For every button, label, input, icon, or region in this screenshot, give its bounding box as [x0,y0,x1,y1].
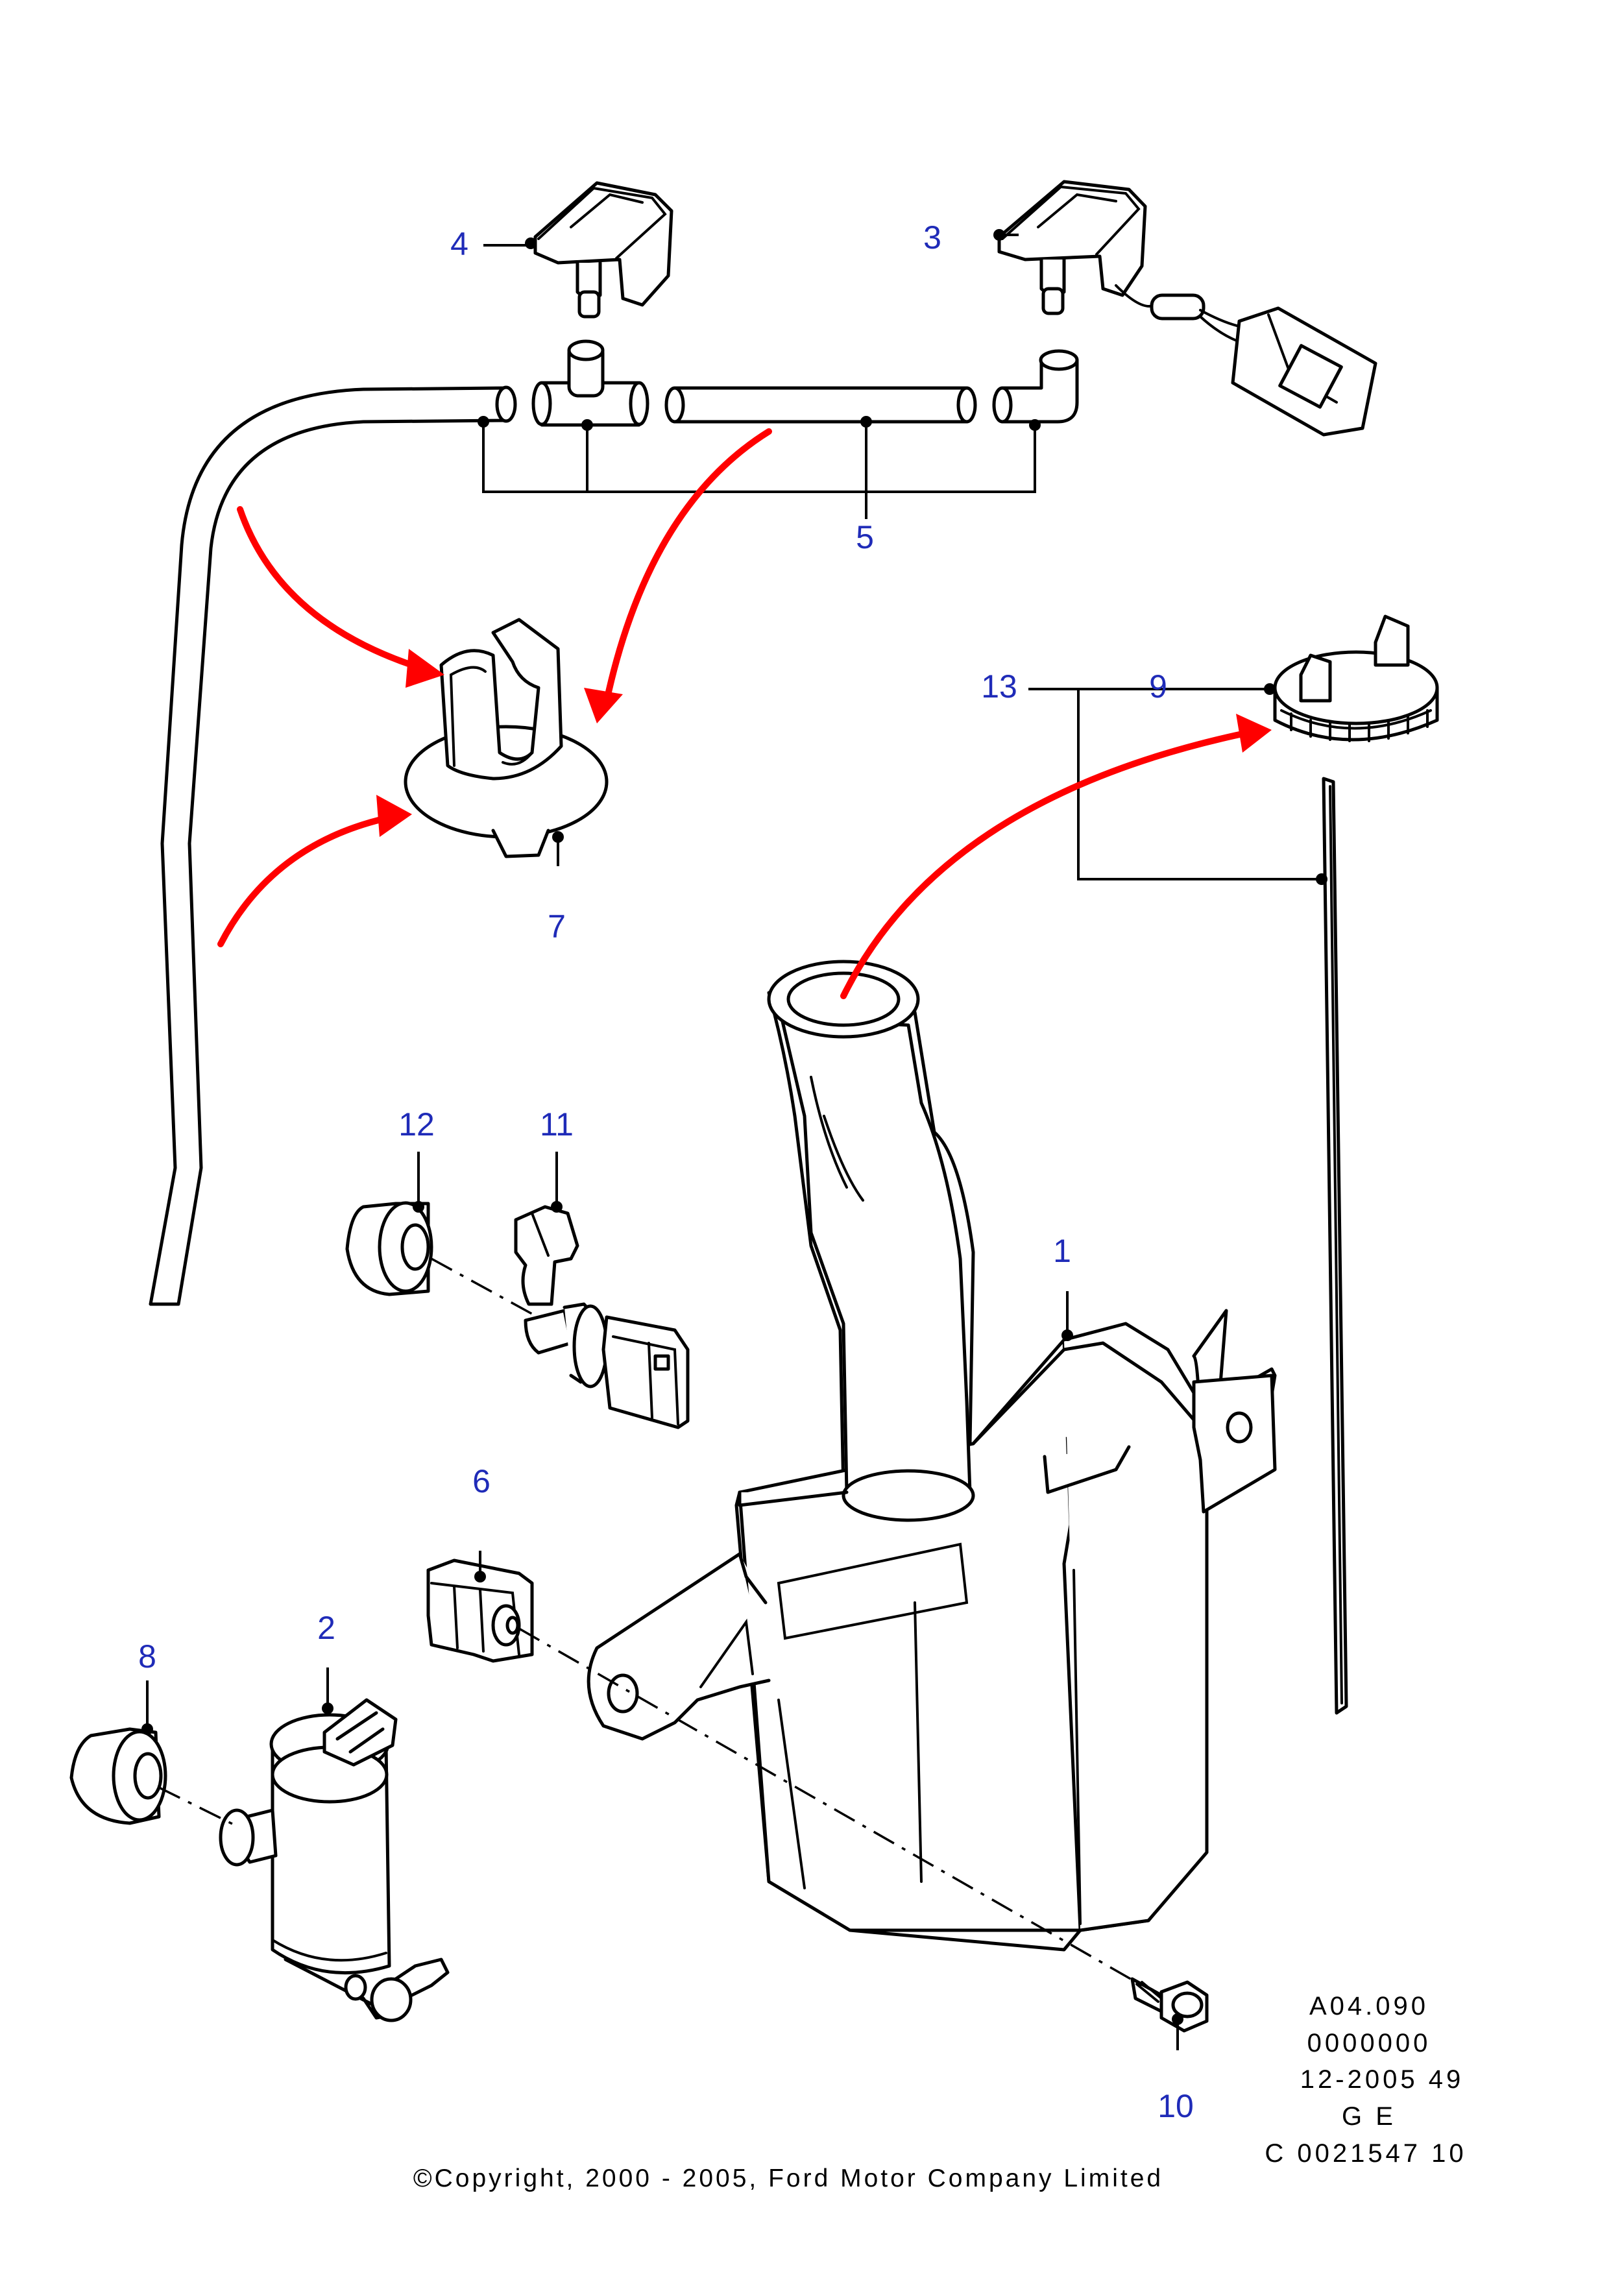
callout-12: 12 [398,1106,435,1143]
hose-clip [404,618,609,858]
mounting-bolt [1130,1977,1209,2033]
ref-line-1: A04.090 [1309,1992,1429,2020]
ref-line-5: C 0021547 10 [1265,2139,1466,2168]
callout-13: 13 [981,668,1017,705]
ref-line-2: 0000000 [1307,2029,1431,2057]
grommet-upper [345,1201,433,1296]
assembly-line-pump [158,1786,234,1826]
fluid-level-sensor [514,1205,690,1429]
callout-7: 7 [548,908,566,945]
callout-5: 5 [856,519,874,555]
assembly-line-bracket [518,1627,1143,1987]
callout-4: 4 [450,226,468,262]
washer-jet-right-heated [997,180,1377,437]
callout-3: 3 [923,219,941,256]
washer-reservoir [587,960,1277,1952]
reservoir-seal-strip [1322,777,1348,1715]
washer-pump [219,1698,450,2022]
reference-code-block: A04.090 0000000 12-2005 49 G E C 0021547… [1265,1992,1466,2168]
callout-6: 6 [472,1463,491,1499]
callout-11: 11 [540,1106,574,1143]
filler-cap [1273,614,1439,742]
washer-jet-left [533,181,673,319]
callout-labels: 1 2 3 4 5 6 7 8 9 10 11 12 13 [138,219,1194,2124]
callout-9: 9 [1149,668,1167,705]
assembly-arrows [217,428,1272,999]
callout-2: 2 [317,1610,335,1646]
copyright-notice: ©Copyright, 2000 - 2005, Ford Motor Comp… [413,2164,1163,2192]
callout-10: 10 [1157,2088,1194,2124]
washer-hose-set [149,339,1079,1306]
callout-leaders [141,229,1183,2050]
callout-8: 8 [138,1638,156,1675]
assembly-line-sensor [431,1257,533,1315]
pump-grommet [426,1558,534,1663]
ref-line-4: G E [1342,2102,1396,2131]
grommet-lower [69,1727,167,1825]
ref-line-3: 12-2005 49 [1300,2065,1464,2094]
callout-1: 1 [1053,1233,1071,1269]
